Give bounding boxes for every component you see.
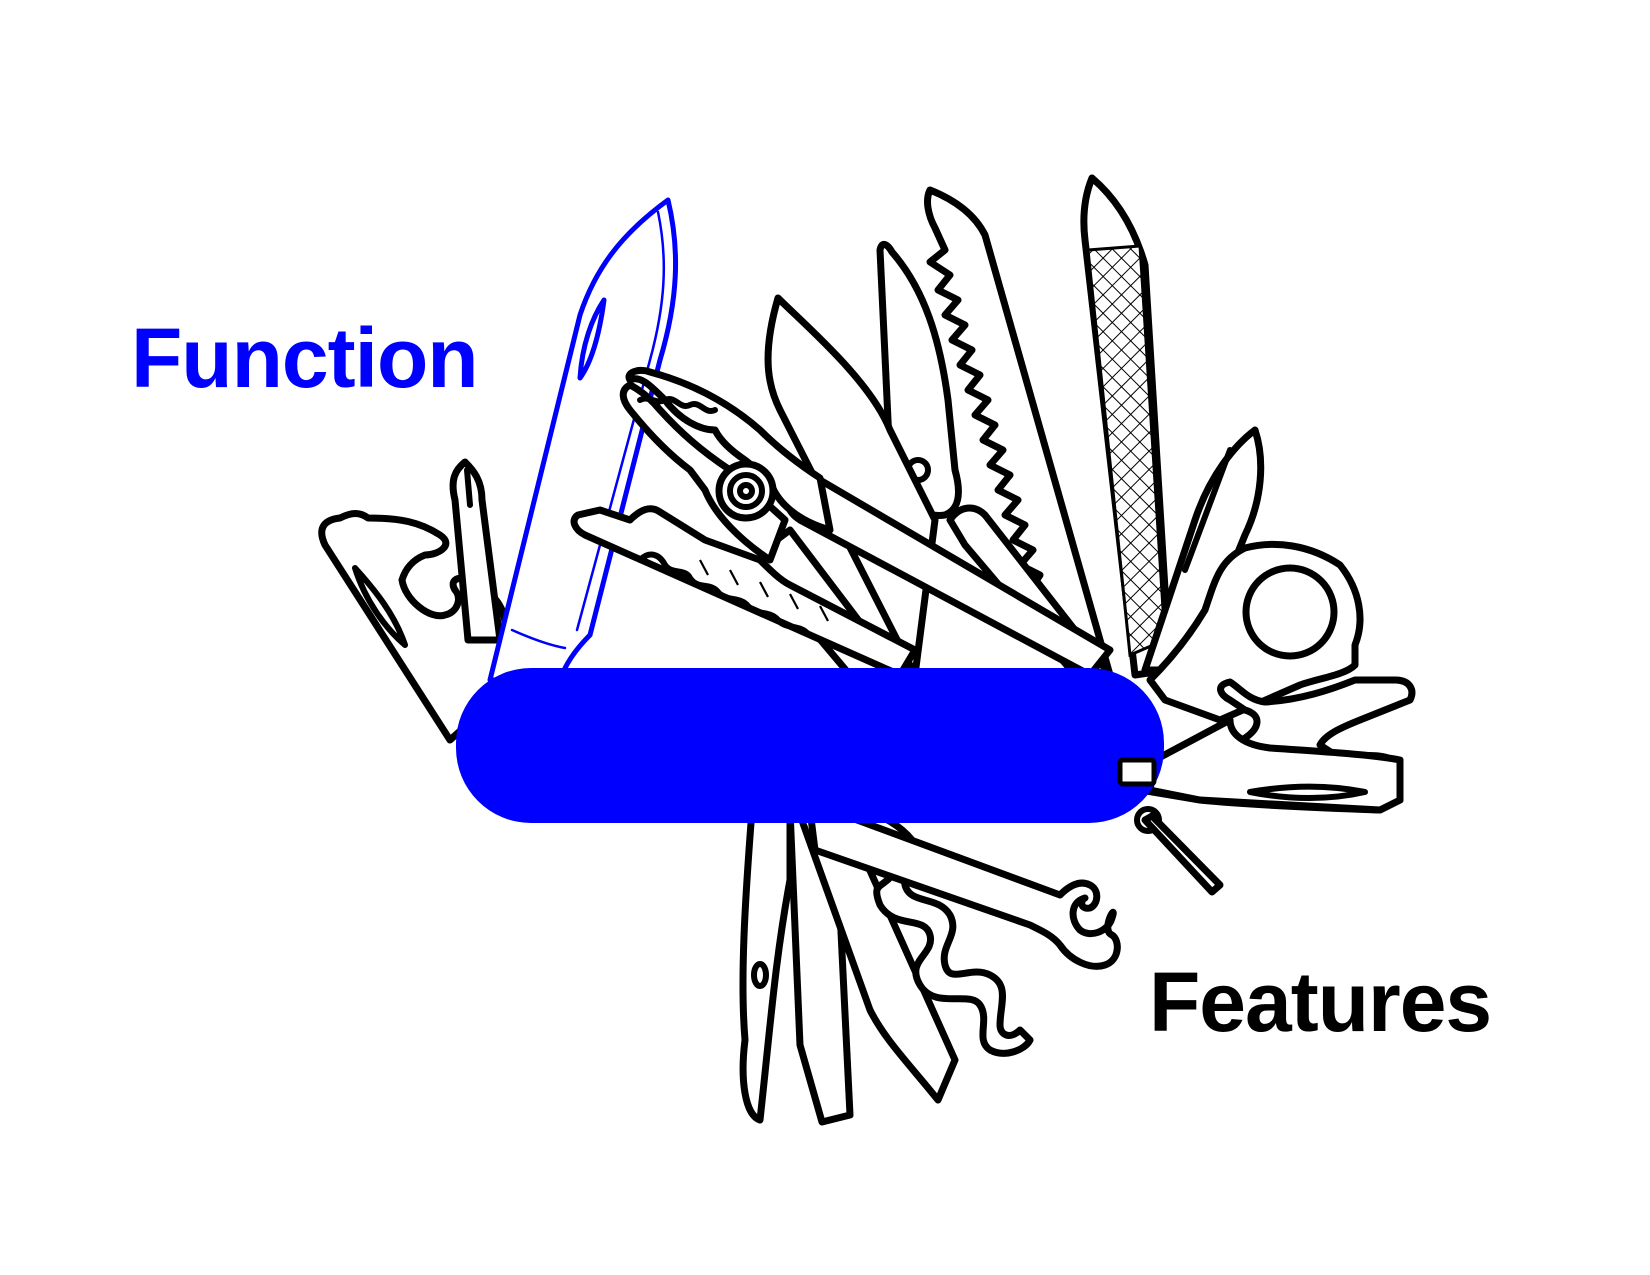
large-blade-nail-nick	[577, 297, 607, 381]
large-blade-outline	[487, 197, 679, 683]
phillips-screwdriver-tool	[449, 458, 504, 644]
metal-file-tool	[1080, 174, 1174, 679]
can-opener-tool	[806, 806, 1121, 970]
scissors-blade-tool	[739, 806, 794, 1124]
large-blade-tang-line	[510, 628, 567, 650]
magnifier-tool	[1146, 540, 1364, 724]
reamer-tool	[796, 811, 959, 1104]
small-blade-tool	[1141, 426, 1265, 674]
features-label: Features	[1149, 955, 1492, 1049]
serrated-blade-tool	[570, 505, 919, 679]
tweezers-slot	[1117, 757, 1157, 787]
knife-handle	[456, 668, 1164, 823]
large-blade-tool	[487, 197, 679, 683]
large-blade-edge-line	[575, 210, 666, 632]
knife-handle-body	[456, 668, 1164, 823]
function-label: Function	[131, 311, 479, 405]
wood-saw-tool	[924, 186, 1114, 679]
key-ring-tool	[1134, 806, 1224, 896]
flat-screwdriver-tool	[1136, 676, 1416, 814]
bottle-opener-tool	[318, 510, 509, 744]
